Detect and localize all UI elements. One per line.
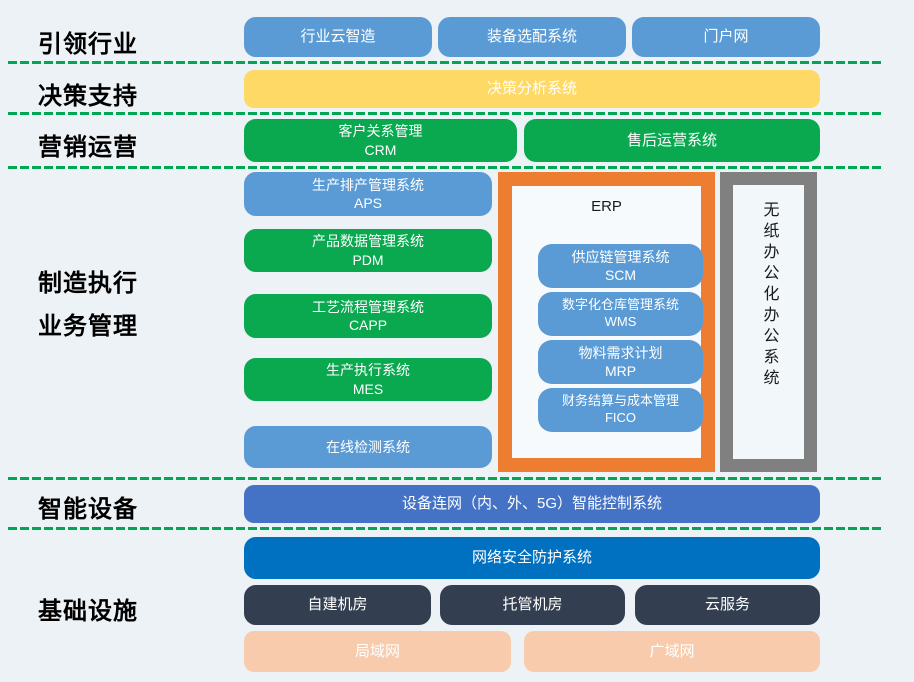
block-scm: 供应链管理系统 SCM	[538, 244, 703, 288]
block-portal: 门户网	[632, 17, 820, 57]
block-label: 设备连网（内、外、5G）智能控制系统	[401, 495, 662, 513]
block-label-line1: 工艺流程管理系统	[312, 298, 424, 315]
row-separator-3	[8, 166, 882, 169]
category-label-leading-industry: 引领行业	[38, 31, 138, 58]
block-label-line2: CRM	[364, 141, 397, 158]
paperless-office-inner-panel: 无纸办公化办公系统	[733, 185, 804, 459]
block-label-line1: 供应链管理系统	[571, 248, 670, 265]
block-label-line1: 物料需求计划	[578, 344, 663, 361]
block-pdm: 产品数据管理系统 PDM	[244, 229, 492, 272]
block-label: 在线检测系统	[326, 438, 410, 455]
category-label-smart-devices: 智能设备	[38, 496, 138, 523]
block-fico: 财务结算与成本管理 FICO	[538, 388, 703, 432]
erp-inner-panel: ERP 供应链管理系统 SCM 数字化仓库管理系统 WMS 物料需求计划 MRP…	[512, 186, 703, 458]
block-label-line2: MES	[352, 380, 384, 397]
block-label-line2: SCM	[604, 267, 637, 283]
block-label: 售后运营系统	[626, 131, 717, 149]
block-label-line1: 生产排产管理系统	[312, 176, 424, 193]
paperless-office-container: 无纸办公化办公系统	[720, 172, 817, 472]
row-separator-5	[8, 527, 882, 530]
block-decision-analysis: 决策分析系统	[244, 70, 820, 108]
block-label-line1: 数字化仓库管理系统	[561, 297, 679, 313]
block-label: 行业云智造	[300, 28, 376, 46]
block-mrp: 物料需求计划 MRP	[538, 340, 703, 384]
block-label: 门户网	[703, 28, 749, 46]
block-online-inspection: 在线检测系统	[244, 426, 492, 468]
block-label-line1: 财务结算与成本管理	[561, 393, 679, 409]
block-self-built-room: 自建机房	[244, 585, 431, 625]
block-label-line2: WMS	[604, 314, 637, 329]
block-label: 决策分析系统	[486, 80, 577, 98]
category-label-marketing: 营销运营	[38, 134, 138, 161]
paperless-office-label: 无纸办公化办公系统	[760, 201, 778, 390]
category-label-mes-line1: 制造执行	[38, 270, 138, 297]
erp-title: ERP	[591, 198, 622, 215]
block-label-line1: 生产执行系统	[326, 362, 410, 379]
block-lan: 局域网	[244, 631, 511, 672]
block-label: 托管机房	[502, 596, 563, 614]
category-label-infrastructure: 基础设施	[38, 598, 138, 625]
block-hosted-room: 托管机房	[440, 585, 625, 625]
block-wan: 广域网	[524, 631, 820, 672]
block-label: 自建机房	[307, 596, 368, 614]
block-aps: 生产排产管理系统 APS	[244, 172, 492, 216]
block-label-line2: MRP	[604, 363, 637, 379]
block-label-line2: CAPP	[348, 317, 388, 333]
block-mes: 生产执行系统 MES	[244, 358, 492, 401]
block-label-line2: APS	[353, 195, 382, 211]
erp-container: ERP 供应链管理系统 SCM 数字化仓库管理系统 WMS 物料需求计划 MRP…	[498, 172, 715, 472]
block-after-sales: 售后运营系统	[524, 119, 820, 162]
category-label-mes-line2: 业务管理	[38, 313, 138, 340]
block-crm: 客户关系管理 CRM	[244, 119, 517, 162]
block-label: 网络安全防护系统	[471, 549, 592, 567]
block-label: 装备选配系统	[486, 28, 577, 46]
block-capp: 工艺流程管理系统 CAPP	[244, 294, 492, 338]
block-label-line1: 客户关系管理	[338, 123, 423, 140]
block-label: 局域网	[354, 642, 400, 660]
block-label-line2: FICO	[604, 410, 637, 425]
block-cloud-service: 云服务	[635, 585, 820, 625]
block-equipment-selection: 装备选配系统	[438, 17, 626, 57]
category-label-decision-support: 决策支持	[38, 83, 138, 110]
block-network-security: 网络安全防护系统	[244, 537, 820, 579]
block-device-network: 设备连网（内、外、5G）智能控制系统	[244, 485, 820, 523]
block-label-line1: 产品数据管理系统	[312, 233, 424, 250]
block-label: 云服务	[704, 596, 750, 614]
row-separator-2	[8, 112, 882, 115]
row-separator-4	[8, 477, 882, 480]
block-wms: 数字化仓库管理系统 WMS	[538, 292, 703, 336]
row-separator-1	[8, 61, 882, 64]
block-label-line2: PDM	[352, 251, 384, 268]
block-industry-cloud: 行业云智造	[244, 17, 432, 57]
block-label: 广域网	[649, 642, 695, 660]
